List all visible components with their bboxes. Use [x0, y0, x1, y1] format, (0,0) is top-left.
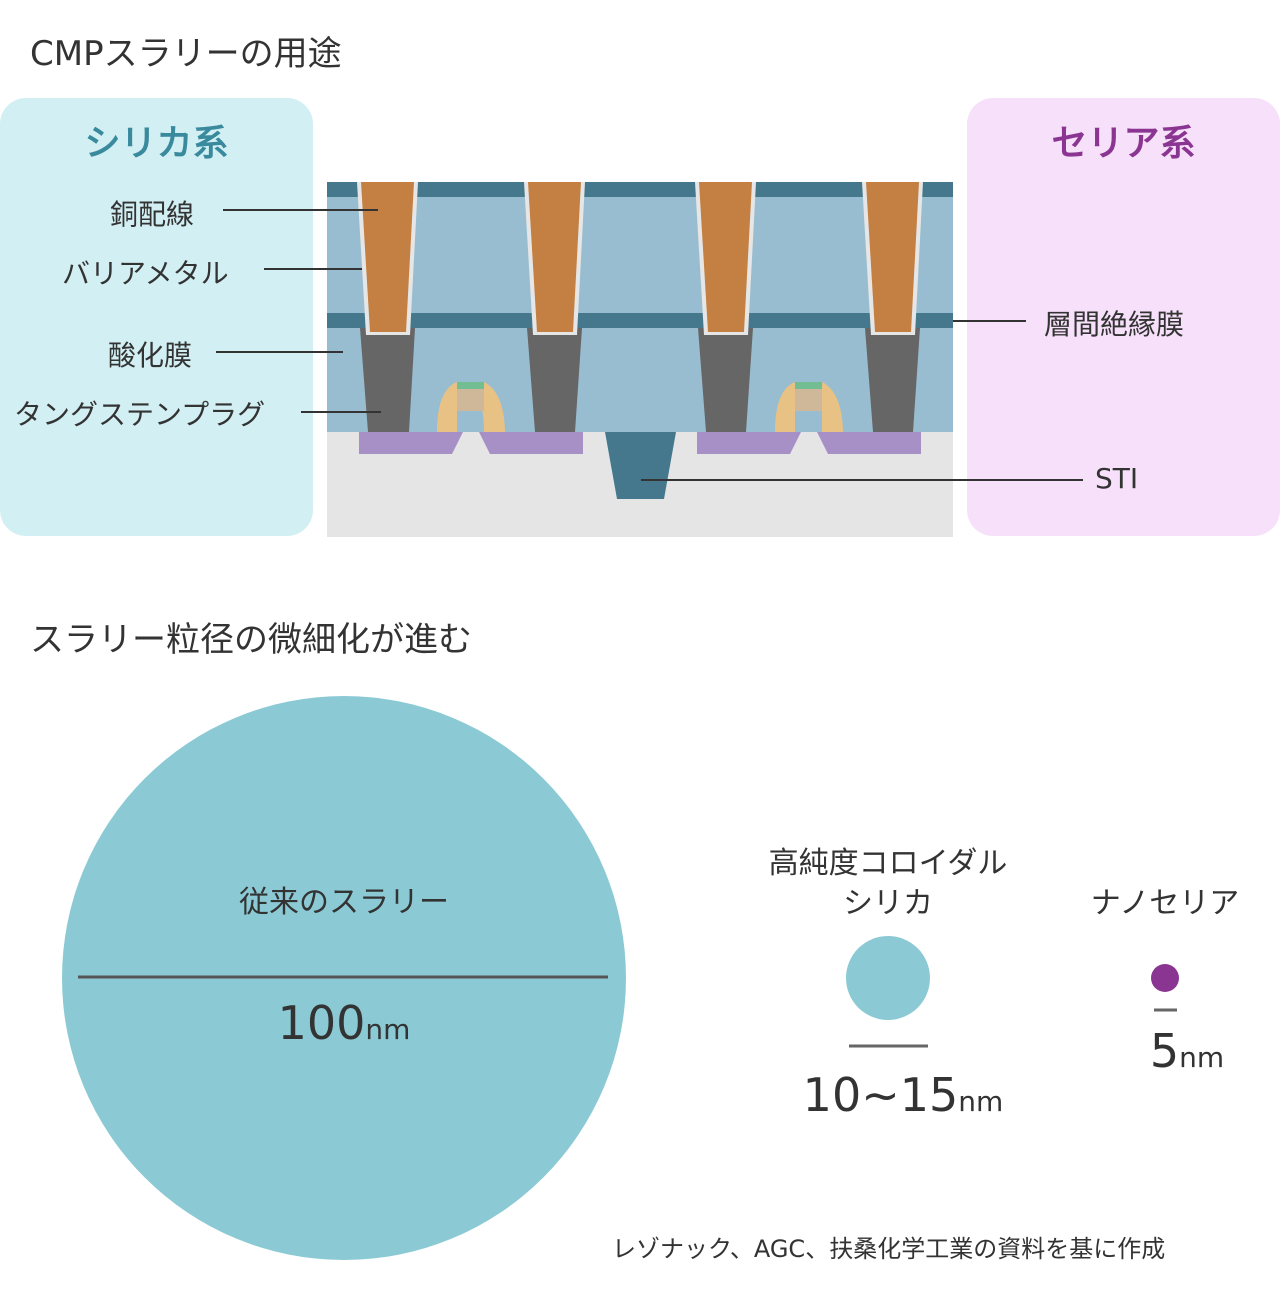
tungsten-plug — [360, 328, 415, 432]
transistor-gate-left — [437, 382, 505, 432]
gate — [795, 389, 822, 411]
tungsten-plugs — [360, 328, 920, 432]
label-copper-wiring: 銅配線 — [110, 198, 195, 231]
particle-size-nano-ceria: 5nm — [1087, 1024, 1280, 1078]
tungsten-plug — [527, 328, 582, 432]
particle-size-conventional: 100nm — [194, 996, 494, 1050]
copper-wire — [528, 182, 581, 332]
oxide-film-layer — [327, 182, 953, 432]
size-unit: nm — [1179, 1041, 1225, 1074]
particle-name-line-2: シリカ — [843, 886, 933, 921]
particle-name-line-1: 高純度コロイダル — [768, 846, 1008, 881]
sti-trench — [605, 432, 676, 499]
label-oxide-film: 酸化膜 — [108, 339, 193, 372]
label-barrier-metal: バリアメタル — [62, 257, 229, 290]
insulating-band-middle — [327, 313, 953, 328]
gate — [457, 389, 484, 411]
diffusion-regions — [359, 432, 921, 454]
copper-wires — [357, 182, 923, 335]
size-unit: nm — [365, 1013, 411, 1046]
size-number: 5 — [1149, 1024, 1180, 1078]
ceria-panel-title: セリア系 — [1051, 123, 1196, 164]
particle-conventional — [62, 696, 626, 1260]
label-interlayer-insulating-film: 層間絶縁膜 — [1044, 308, 1185, 341]
particle-size-colloidal-silica: 10~15nm — [753, 1068, 1053, 1122]
cross-section-diagram — [216, 182, 1083, 537]
size-number: 10~15 — [802, 1068, 959, 1122]
silica-panel-title: シリカ系 — [84, 123, 229, 164]
particle-name-conventional: 従来のスラリー — [239, 885, 449, 920]
silica-panel: シリカ系 — [0, 98, 313, 536]
gate-top — [795, 382, 822, 389]
particle-nano-ceria — [1151, 964, 1179, 992]
copper-wire — [361, 182, 414, 332]
gate-top — [457, 382, 484, 389]
size-unit: nm — [958, 1085, 1004, 1118]
label-sti: STI — [1095, 462, 1139, 495]
section-title-particle-size: スラリー粒径の微細化が進む — [30, 620, 472, 660]
ceria-panel: セリア系 — [967, 98, 1280, 536]
size-number: 100 — [277, 996, 366, 1050]
copper-wire — [699, 182, 752, 332]
tungsten-plug — [698, 328, 753, 432]
section-title-applications: CMPスラリーの用途 — [30, 34, 342, 74]
particle-name-nano-ceria: ナノセリア — [1090, 886, 1240, 921]
label-tungsten-plug: タングステンプラグ — [14, 398, 266, 431]
particle-name-colloidal-silica: 高純度コロイダル シリカ — [738, 844, 1038, 924]
copper-wire — [866, 182, 919, 332]
source-note: レゾナック、AGC、扶桑化学工業の資料を基に作成 — [612, 1235, 1166, 1263]
transistor-gate-right — [775, 382, 843, 432]
insulating-band-top — [327, 182, 953, 197]
particle-colloidal-silica — [846, 936, 930, 1020]
tungsten-plug — [865, 328, 920, 432]
